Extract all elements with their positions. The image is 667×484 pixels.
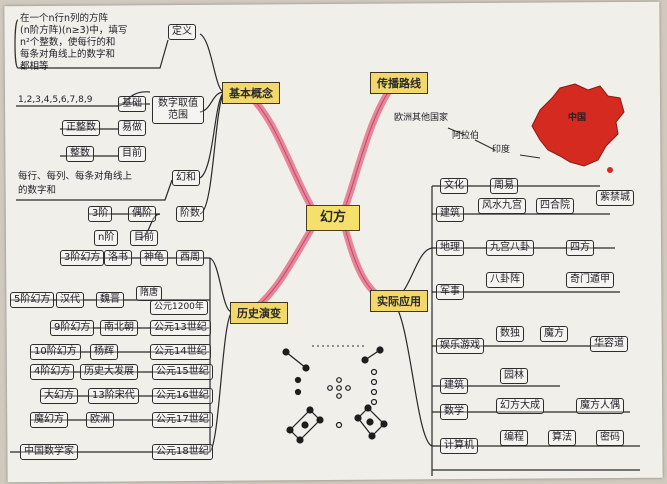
history-han: 汉代 [56,292,84,308]
branch-applications: 实际应用 [370,290,428,312]
apply-rubik: 魔方 [540,326,568,342]
history-9-order: 9阶幻方 [50,320,95,336]
route-europe: 欧洲其他国家 [394,113,449,123]
route-india: 印度 [492,145,511,155]
apply-garden: 园林 [500,368,528,384]
history-big: 大幻方 [40,388,78,404]
history-nanbei: 南北朝 [100,320,138,336]
definition-line-1: 在一个n行n列的方阵 [20,13,109,24]
history-yanghui: 杨辉 [90,344,118,360]
apply-programming: 编程 [500,430,528,446]
order-n: n阶 [94,230,119,246]
china-map-shape [531,83,625,167]
history-5-order: 5阶幻方 [10,292,55,308]
apply-huarongdao: 华容道 [590,336,628,352]
magic-sum-line-2: 的数字和 [18,185,57,196]
apply-bagua: 九宫八卦 [486,240,534,256]
apply-military: 军事 [436,284,464,300]
history-west-zhou: 西周 [176,250,204,266]
history-4-order: 4阶幻方 [30,364,75,380]
apply-geography: 地理 [436,240,464,256]
positive-integer-box: 正整数 [62,120,100,136]
history-weijin: 魏晋 [96,292,124,308]
apply-siheyuan: 四合院 [536,198,574,214]
order-label: 阶数 [176,206,204,222]
definition-line-2: (n阶方阵)(n≥3)中，填写 [20,25,128,36]
center-topic: 幻方 [306,205,360,231]
magic-sum-line-1: 每行、每列、每条对角线上 [18,171,133,182]
china-label: 中国 [568,113,587,123]
apply-baguazhen: 八卦阵 [486,272,524,288]
definition-label: 定义 [168,24,196,40]
route-arabia: 阿拉伯 [452,131,480,141]
apply-math: 数学 [440,404,468,420]
apply-games: 娱乐游戏 [436,338,484,354]
apply-forbidden-city: 紫禁城 [596,190,634,206]
history-growth: 历史大发展 [80,364,138,380]
history-suitang: 隋唐 [136,286,163,301]
num-tag-current: 目前 [118,146,146,162]
history-17c: 公元17世纪 [152,412,213,428]
history-europe: 欧洲 [86,412,114,428]
history-16c: 公元16世纪 [152,388,213,404]
history-15c: 公元15世纪 [152,364,213,380]
apply-magic-great: 幻方大成 [496,398,544,414]
definition-line-3: n²个整数，使每行的和 [20,37,116,48]
history-18c: 公元18世纪 [152,444,213,460]
magic-sum-label: 幻和 [172,170,200,186]
order-even: 偶阶 [128,206,156,222]
apply-architecture-2: 建筑 [440,378,468,394]
apply-computer: 计算机 [440,438,478,454]
definition-line-5: 都相等 [20,61,49,72]
branch-history: 历史演变 [230,302,288,324]
apply-four-dir: 四方 [566,240,594,256]
apply-zhouyi: 周易 [490,178,518,194]
definition-line-4: 每条对角线上的数字和 [20,49,116,60]
history-10-order: 10阶幻方 [30,344,81,360]
apply-algorithm: 算法 [548,430,576,446]
history-14c: 公元14世纪 [150,344,211,360]
order-3: 3阶 [88,206,113,222]
apply-culture: 文化 [440,178,468,194]
history-luoshu: 洛书 [104,250,132,266]
apply-sudoku: 数独 [496,326,524,342]
apply-cipher: 密码 [596,430,624,446]
number-set: 1,2,3,4,5,6,7,8,9 [18,95,93,105]
history-song13: 13阶宋代 [88,388,139,404]
apply-qimen: 奇门遁甲 [566,272,614,288]
integer-box: 整数 [66,146,94,162]
number-range-label: 数字取值范围 [152,96,204,124]
branch-basic-concepts: 基本概念 [222,82,280,104]
history-1200: 公元1200年 [150,300,208,315]
history-turtle: 神龟 [140,250,168,266]
branch-spread-route: 传播路线 [370,72,428,94]
history-13c: 公元13世纪 [150,320,211,336]
history-magic: 魔幻方 [30,412,68,428]
num-tag-basic: 基础 [118,96,146,112]
history-3-order: 3阶幻方 [60,250,105,266]
order-current: 目前 [130,230,158,246]
history-chinese-math: 中国数学家 [20,444,78,460]
num-tag-easy: 易做 [118,120,146,136]
apply-magic-doll: 魔方人偶 [576,398,624,414]
apply-fengshui: 风水九宫 [478,198,526,214]
apply-architecture: 建筑 [436,206,464,222]
